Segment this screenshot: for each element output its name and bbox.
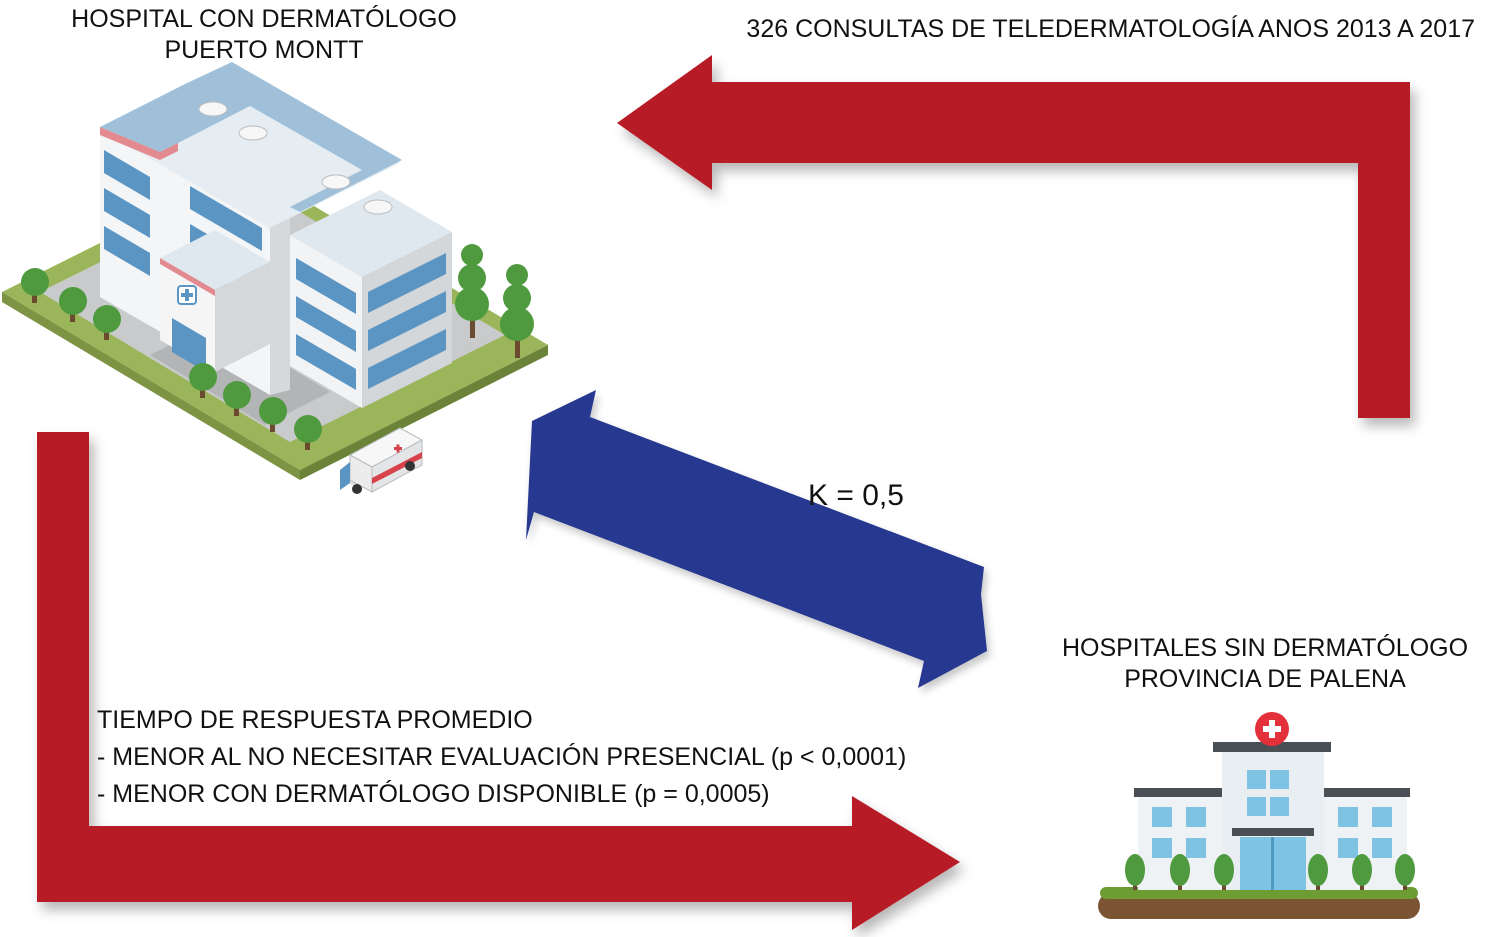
response-time-item-2: - MENOR CON DERMATÓLOGO DISPONIBLE (p = … — [97, 780, 770, 808]
hospital-a-title-line1: HOSPITAL CON DERMATÓLOGO — [71, 5, 457, 33]
hospital-a-title-line2: PUERTO MONTT — [164, 36, 364, 64]
hospital-b-title: HOSPITALES SIN DERMATÓLOGO PROVINCIA DE … — [1030, 633, 1489, 695]
response-time-block: TIEMPO DE RESPUESTA PROMEDIO - MENOR AL … — [97, 702, 906, 813]
hospital-a-title: HOSPITAL CON DERMATÓLOGO PUERTO MONTT — [40, 4, 488, 66]
kappa-label: K = 0,5 — [808, 479, 904, 512]
agreement-double-arrow — [526, 390, 987, 688]
isometric-hospital-icon — [2, 62, 548, 480]
response-arrow — [37, 432, 960, 930]
ambulance-icon — [340, 427, 424, 494]
hospital-b-title-line2: PROVINCIA DE PALENA — [1124, 665, 1406, 693]
response-time-item-1: - MENOR AL NO NECESITAR EVALUACIÓN PRESE… — [97, 743, 907, 771]
response-time-heading: TIEMPO DE RESPUESTA PROMEDIO — [97, 706, 533, 734]
teleconsult-arrow — [617, 55, 1410, 418]
teleconsult-label: 326 CONSULTAS DE TELEDERMATOLOGÍA ANOS 2… — [746, 15, 1475, 43]
rural-hospital-icon — [1098, 712, 1420, 919]
hospital-b-title-line1: HOSPITALES SIN DERMATÓLOGO — [1061, 634, 1469, 662]
